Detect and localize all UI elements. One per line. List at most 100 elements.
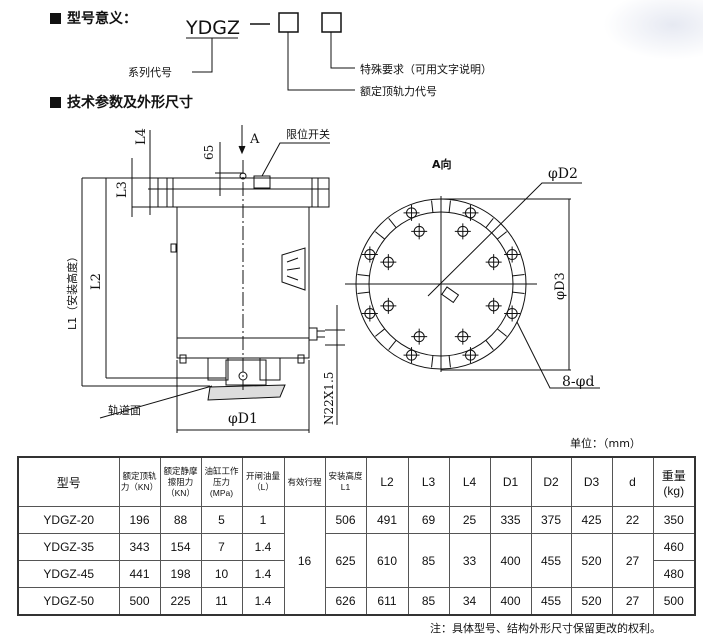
table-row: YDGZ-35 343 154 7 1.4 625 610 85 33 400 … <box>17 533 696 588</box>
col-header: 有效行程 <box>283 456 326 507</box>
cell-pressure: 5 <box>200 506 243 534</box>
cell-force: 343 <box>118 533 161 561</box>
cell-model: YDGZ-35 <box>17 533 120 561</box>
hole-crosshair <box>485 254 502 271</box>
view-a-label: A向 <box>432 157 452 171</box>
cell-friction: 154 <box>159 533 202 561</box>
cell-L1: 506 <box>324 506 367 534</box>
col-header: D1 <box>489 456 532 507</box>
cell-L3: 69 <box>407 506 450 534</box>
thread-label: N22X1.5 <box>322 372 336 425</box>
cell-friction: 198 <box>159 560 202 588</box>
cell-D3: 425 <box>570 506 613 534</box>
cell-force: 196 <box>118 506 161 534</box>
cell-weight: 350 <box>652 506 696 534</box>
col-header: 油缸工作压力(MPa) <box>200 456 243 507</box>
model-code: YDGZ <box>185 17 240 39</box>
rail-surface-label: 轨道面 <box>108 403 141 417</box>
hole-crosshair <box>380 297 397 314</box>
cell-oil: 1.4 <box>241 587 285 616</box>
hole-crosshair <box>462 347 479 364</box>
hole-crosshair <box>403 347 420 364</box>
cell-oil: 1.4 <box>241 533 285 561</box>
special-requirement-label: 特殊要求（可用文字说明） <box>360 62 492 76</box>
cell-force: 500 <box>118 587 161 616</box>
hole-crosshair <box>485 297 502 314</box>
limit-switch-label: 限位开关 <box>286 127 330 141</box>
pad-segment <box>388 340 434 368</box>
rated-force-code-label: 额定顶轨力代号 <box>360 84 437 98</box>
cell-friction: 88 <box>159 506 202 534</box>
cell-weight: 480 <box>652 560 696 588</box>
footnote: 注：具体型号、结构外形尺寸保留更改的权利。 <box>430 622 661 635</box>
hole-crosshair <box>403 204 420 221</box>
col-header: d <box>611 456 654 507</box>
col-header: 型号 <box>17 456 120 507</box>
holes-label: 8-φd <box>562 374 594 390</box>
col-header: L3 <box>407 456 450 507</box>
L2-label: L2 <box>89 273 104 290</box>
background-glow <box>603 0 703 60</box>
cell-model: YDGZ-50 <box>17 587 120 616</box>
unit-label: 单位：（mm） <box>570 437 641 450</box>
spec-table: 型号 额定顶轨力（KN） 额定静摩擦阻力（KN） 油缸工作压力(MPa) 开闸油… <box>17 456 696 616</box>
D3-label: φD3 <box>553 272 568 300</box>
table-header-row: 型号 额定顶轨力（KN） 额定静摩擦阻力（KN） 油缸工作压力(MPa) 开闸油… <box>17 456 696 507</box>
col-header: 重量 (kg) <box>652 456 696 507</box>
cell-L2: 491 <box>365 506 409 534</box>
series-code-label: 系列代号 <box>128 65 172 79</box>
hole-crosshair <box>380 254 397 271</box>
model-meaning-heading: 型号意义： <box>50 8 137 28</box>
hole-crosshair <box>504 305 521 322</box>
cell-L1: 625 <box>324 533 367 588</box>
hole-crosshair <box>462 204 479 221</box>
table-row: YDGZ-20 196 88 5 1 16 506 491 69 25 335 … <box>17 506 696 616</box>
cell-oil: 1.4 <box>241 560 285 588</box>
cell-D1: 335 <box>489 506 532 534</box>
pad-segment <box>448 340 494 368</box>
hole-crosshair <box>454 328 471 345</box>
cell-weight: 460 <box>652 533 696 561</box>
cell-pressure: 10 <box>200 560 243 588</box>
col-header: 安装高度 L1 <box>324 456 367 507</box>
cell-oil: 1 <box>241 506 285 534</box>
pad-segment <box>448 200 494 228</box>
cell-friction: 225 <box>159 587 202 616</box>
cell-L4: 25 <box>448 506 491 534</box>
heading-text: 型号意义： <box>67 11 137 27</box>
D2-label: φD2 <box>548 166 578 182</box>
pad-segment <box>497 291 525 337</box>
pad-segment <box>388 200 434 228</box>
heading-text: 技术参数及外形尺寸 <box>67 95 193 111</box>
cell-L4: 33 <box>448 533 491 588</box>
col-header: L4 <box>448 456 491 507</box>
cell-weight: 500 <box>652 587 696 616</box>
tech-heading: 技术参数及外形尺寸 <box>50 92 193 112</box>
pad-segment <box>497 231 525 277</box>
table-row: YDGZ-45 441 198 10 1.4 480 <box>17 560 696 588</box>
col-header: 额定顶轨力（KN） <box>118 456 161 507</box>
cell-D2: 455 <box>530 533 572 588</box>
hole-crosshair <box>361 305 378 322</box>
force-code-box <box>278 12 299 33</box>
cell-model: YDGZ-20 <box>17 506 120 534</box>
pad-segment <box>357 231 385 277</box>
cell-D1: 400 <box>489 533 532 588</box>
col-header: 开闸油量（L） <box>241 456 285 507</box>
view-a-arrow-label: A <box>249 132 260 147</box>
hole-crosshair <box>454 223 471 240</box>
cell-d: 27 <box>611 587 654 616</box>
square-bullet-icon <box>50 13 61 24</box>
cell-D3: 520 <box>570 587 613 616</box>
cell-D1: 400 <box>489 587 532 616</box>
technical-drawing: YDGZ 系列代号 特殊要求（可用文字说明） 额定顶轨力代号 <box>65 12 600 433</box>
cell-L3: 85 <box>407 587 450 616</box>
cell-L1: 626 <box>324 587 367 616</box>
cell-D2: 375 <box>530 506 572 534</box>
cell-pressure: 11 <box>200 587 243 616</box>
L4-label: L4 <box>134 128 149 145</box>
cell-stroke: 16 <box>283 506 326 616</box>
col-header: D3 <box>570 456 613 507</box>
square-bullet-icon <box>50 97 61 108</box>
